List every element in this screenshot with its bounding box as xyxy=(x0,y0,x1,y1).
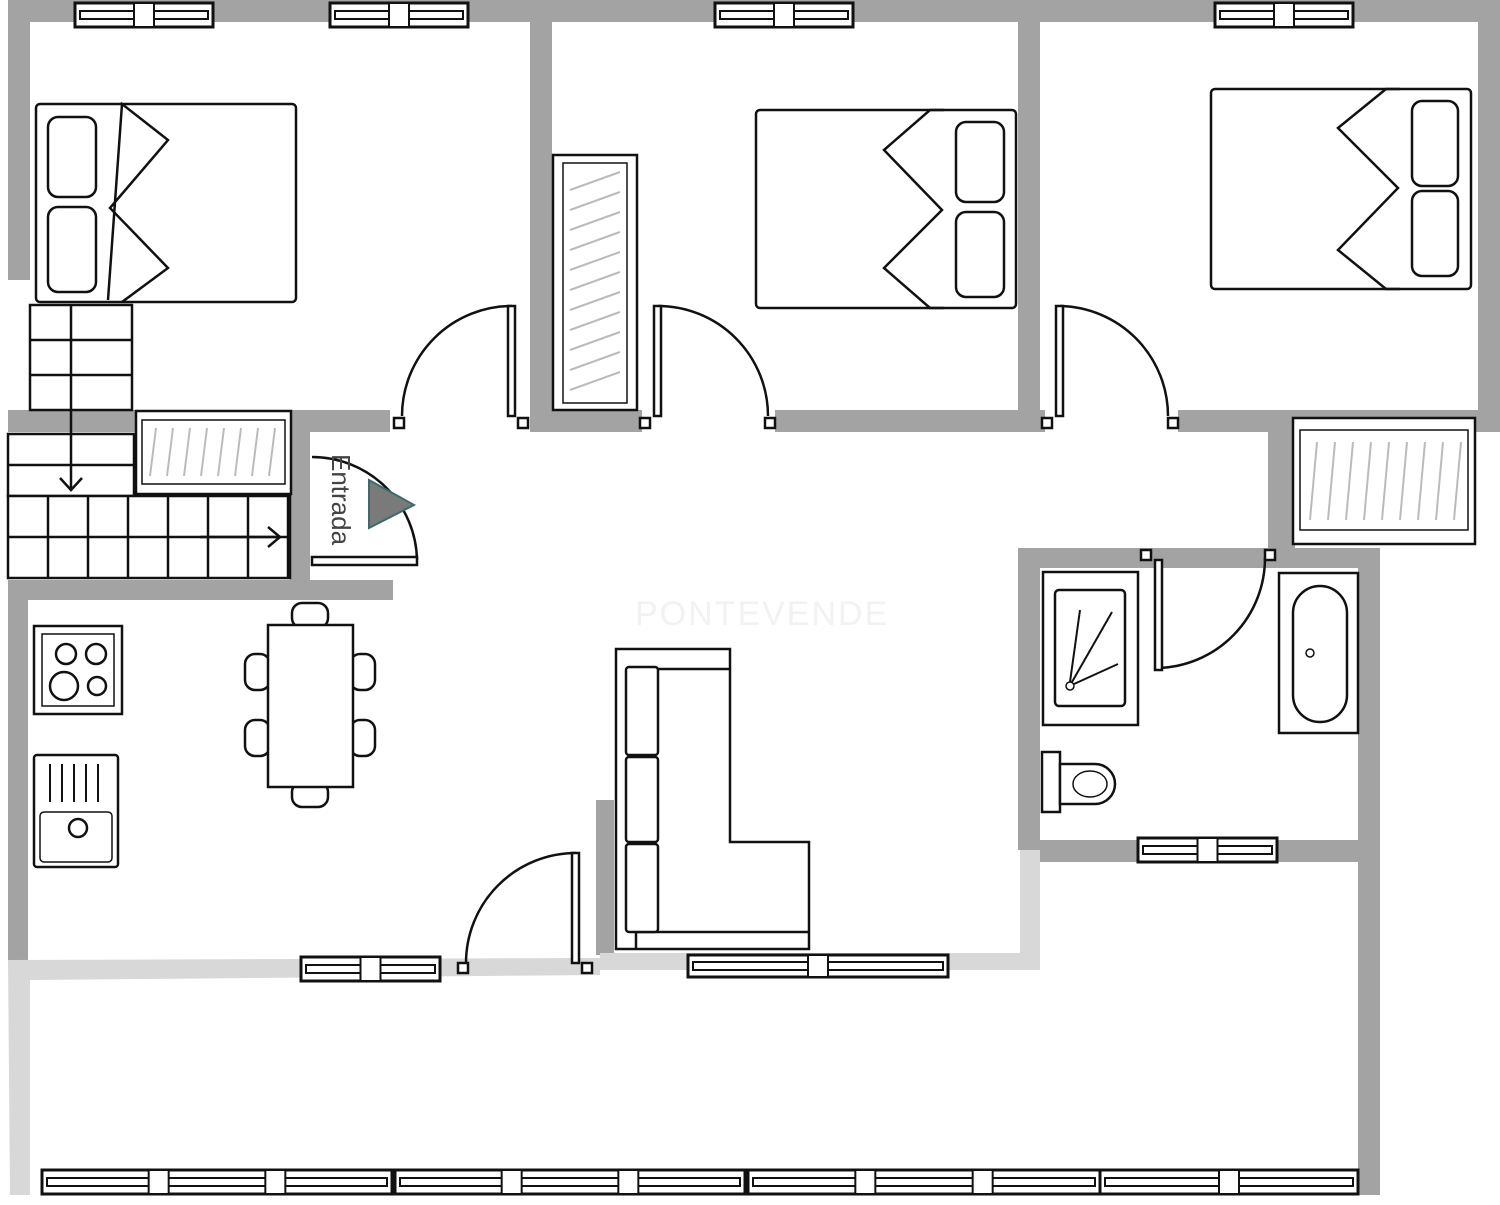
window xyxy=(1098,1168,1360,1196)
kitchen-hob xyxy=(32,624,124,716)
staircase xyxy=(6,303,292,580)
bed-1 xyxy=(34,101,298,304)
doors xyxy=(392,304,1277,975)
entrance-arrow-icon xyxy=(368,478,417,530)
bed-3 xyxy=(1209,87,1473,291)
wardrobe-bedroom-2 xyxy=(551,153,639,412)
window xyxy=(1213,1,1355,29)
window xyxy=(713,1,855,29)
window xyxy=(393,1168,747,1196)
window xyxy=(686,953,950,979)
entrance-label: Entrada xyxy=(326,454,356,546)
shower xyxy=(1041,570,1140,727)
window xyxy=(73,1,215,29)
windows xyxy=(40,1,1360,1196)
wardrobe-right xyxy=(1291,416,1477,546)
window xyxy=(299,955,442,983)
wardrobe-hall xyxy=(134,409,293,496)
bathtub xyxy=(1277,571,1360,735)
watermark: PONTEVENDE xyxy=(635,595,889,633)
entrance-door: Entrada xyxy=(310,454,419,567)
window xyxy=(40,1168,394,1196)
hanger-marks xyxy=(149,171,1462,521)
dining-table xyxy=(243,601,377,809)
bed-2 xyxy=(754,108,1018,310)
kitchen-sink xyxy=(32,753,120,869)
window xyxy=(328,1,470,29)
toilet xyxy=(1040,750,1117,814)
window xyxy=(746,1168,1102,1196)
window xyxy=(1136,836,1279,864)
sofa xyxy=(614,647,811,951)
